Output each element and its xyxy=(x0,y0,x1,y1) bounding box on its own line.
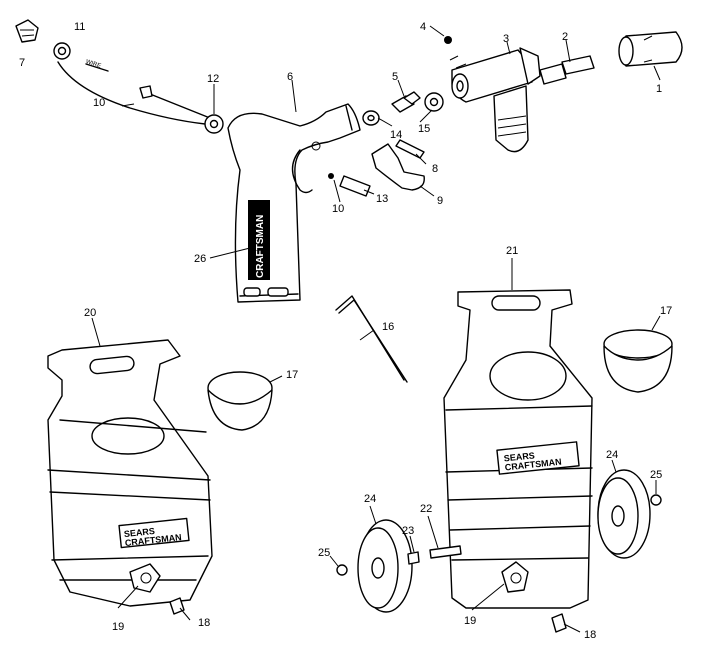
callout-25a: 25 xyxy=(318,547,330,559)
part-1-plug xyxy=(618,31,683,67)
part-20-tank-left xyxy=(47,339,213,607)
tank-left-logo-line1: SEARS xyxy=(123,526,155,539)
callout-22: 22 xyxy=(420,503,432,515)
callout-14: 14 xyxy=(390,129,402,141)
tank-right-logo: SEARS CRAFTSMAN xyxy=(496,441,580,475)
gun-logo-text: CRAFTSMAN xyxy=(255,215,266,278)
callout-18b: 18 xyxy=(584,629,596,641)
callout-19b: 19 xyxy=(464,615,476,627)
part-15-washer xyxy=(424,92,444,112)
part-8-pin xyxy=(395,139,425,159)
callout-23: 23 xyxy=(402,525,414,537)
callout-19a: 19 xyxy=(112,621,124,633)
callout-16: 16 xyxy=(382,321,394,333)
callout-21: 21 xyxy=(506,245,518,257)
part-13-stem xyxy=(328,173,371,197)
part-18-fitting-right xyxy=(551,613,567,633)
part-4-nut xyxy=(444,36,452,44)
part-18-fitting-left xyxy=(169,597,185,615)
part-7-cap xyxy=(15,19,39,43)
part-5-valve xyxy=(391,91,421,113)
callout-11: 11 xyxy=(74,21,85,33)
part-19-drain-right xyxy=(501,561,529,593)
callout-26: 26 xyxy=(194,253,206,265)
callout-2: 2 xyxy=(562,31,568,43)
part-24-wheel-right xyxy=(597,469,651,559)
part-25-nut-right xyxy=(650,494,662,506)
callout-10a: 10 xyxy=(93,97,105,109)
part-11-washer xyxy=(53,42,71,60)
gun-logo: CRAFTSMAN xyxy=(248,200,270,280)
part-3-tee-fitting xyxy=(449,47,541,153)
callout-5: 5 xyxy=(392,71,398,83)
callout-3: 3 xyxy=(503,33,509,45)
callout-1: 1 xyxy=(656,83,662,95)
callout-17b: 17 xyxy=(660,305,672,317)
part-12-washer xyxy=(204,114,224,134)
part-17-bowl-left xyxy=(207,371,273,431)
part-9-trigger xyxy=(371,143,425,191)
callout-9: 9 xyxy=(437,195,443,207)
part-19-drain-left xyxy=(129,563,161,593)
part-17-bowl-right xyxy=(603,329,673,393)
callout-4: 4 xyxy=(420,21,426,33)
part-22-axle xyxy=(429,545,462,559)
callout-17a: 17 xyxy=(286,369,298,381)
callout-13: 13 xyxy=(376,193,388,205)
callout-6: 6 xyxy=(287,71,293,83)
callout-20: 20 xyxy=(84,307,96,319)
callout-24b: 24 xyxy=(606,449,618,461)
callout-15: 15 xyxy=(418,123,430,135)
part-14-washer xyxy=(362,110,380,126)
callout-10b: 10 xyxy=(332,203,344,215)
callout-25b: 25 xyxy=(650,469,662,481)
leader-lines xyxy=(91,25,661,633)
callout-8: 8 xyxy=(432,163,438,175)
tank-right-logo-line1: SEARS xyxy=(503,450,535,463)
callout-7: 7 xyxy=(19,57,25,69)
part-23-cap xyxy=(407,551,420,565)
part-2-connector xyxy=(539,55,595,85)
svg-text:WIRE: WIRE xyxy=(85,59,102,70)
part-24-wheel-left xyxy=(357,519,413,613)
callout-labels: 1 2 3 4 5 6 7 8 9 10 10 11 12 13 14 15 1… xyxy=(19,21,672,641)
tank-left-logo: SEARS CRAFTSMAN xyxy=(118,517,190,549)
part-10-tube: WIRE xyxy=(57,59,211,125)
part-25-nut-left xyxy=(336,564,348,576)
callout-24a: 24 xyxy=(364,493,376,505)
callout-18a: 18 xyxy=(198,617,210,629)
part-16-hex-key xyxy=(335,295,408,383)
callout-12: 12 xyxy=(207,73,219,85)
